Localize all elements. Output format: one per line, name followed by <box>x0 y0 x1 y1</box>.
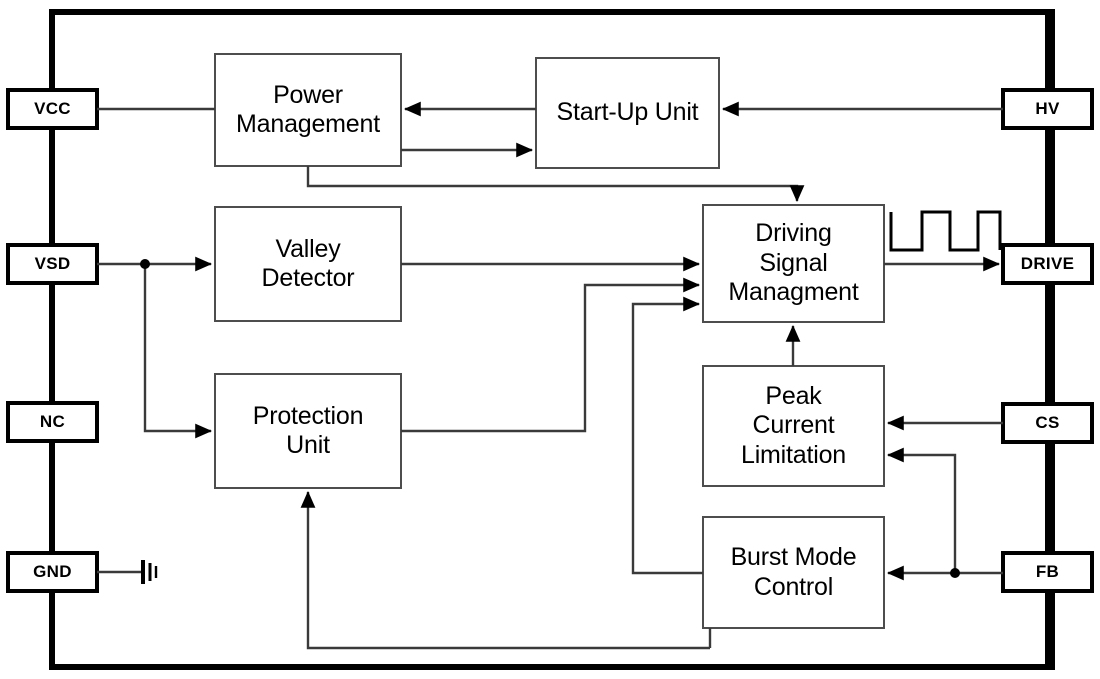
wire-protection-unit-to-driving-signal-managment <box>401 277 701 433</box>
wire-power-management-to-driving-signal-managment <box>306 166 805 203</box>
wire-vsd-to-protection-unit <box>143 264 213 439</box>
drive-pulse-waveform <box>889 210 1002 252</box>
junction-dot-vsd <box>140 259 150 269</box>
block-protection-unit[interactable] <box>214 373 402 489</box>
pin-box-vcc[interactable] <box>6 88 99 130</box>
wire-fb-to-peak-current-limitation <box>886 447 957 573</box>
block-peak-current-limitation[interactable] <box>702 365 885 487</box>
pin-box-vsd[interactable] <box>6 243 99 285</box>
junction-dot-fb <box>950 568 960 578</box>
block-driving-signal-managment[interactable] <box>702 204 885 323</box>
block-burst-mode-control[interactable] <box>702 516 885 629</box>
pin-box-fb[interactable] <box>1001 551 1094 593</box>
ground-symbol <box>141 560 158 584</box>
wire-burst-mode-control-to-driving-signal-managment <box>631 296 703 575</box>
pin-box-nc[interactable] <box>6 401 99 443</box>
wire-feedback-to-protection-unit <box>300 490 710 650</box>
block-start-up-unit[interactable] <box>535 57 720 169</box>
pin-box-gnd[interactable] <box>6 551 99 593</box>
block-power-management[interactable] <box>214 53 402 167</box>
pin-box-cs[interactable] <box>1001 402 1094 444</box>
block-valley-detector[interactable] <box>214 206 402 322</box>
pin-box-drive[interactable] <box>1001 243 1094 285</box>
pin-box-hv[interactable] <box>1001 88 1094 130</box>
